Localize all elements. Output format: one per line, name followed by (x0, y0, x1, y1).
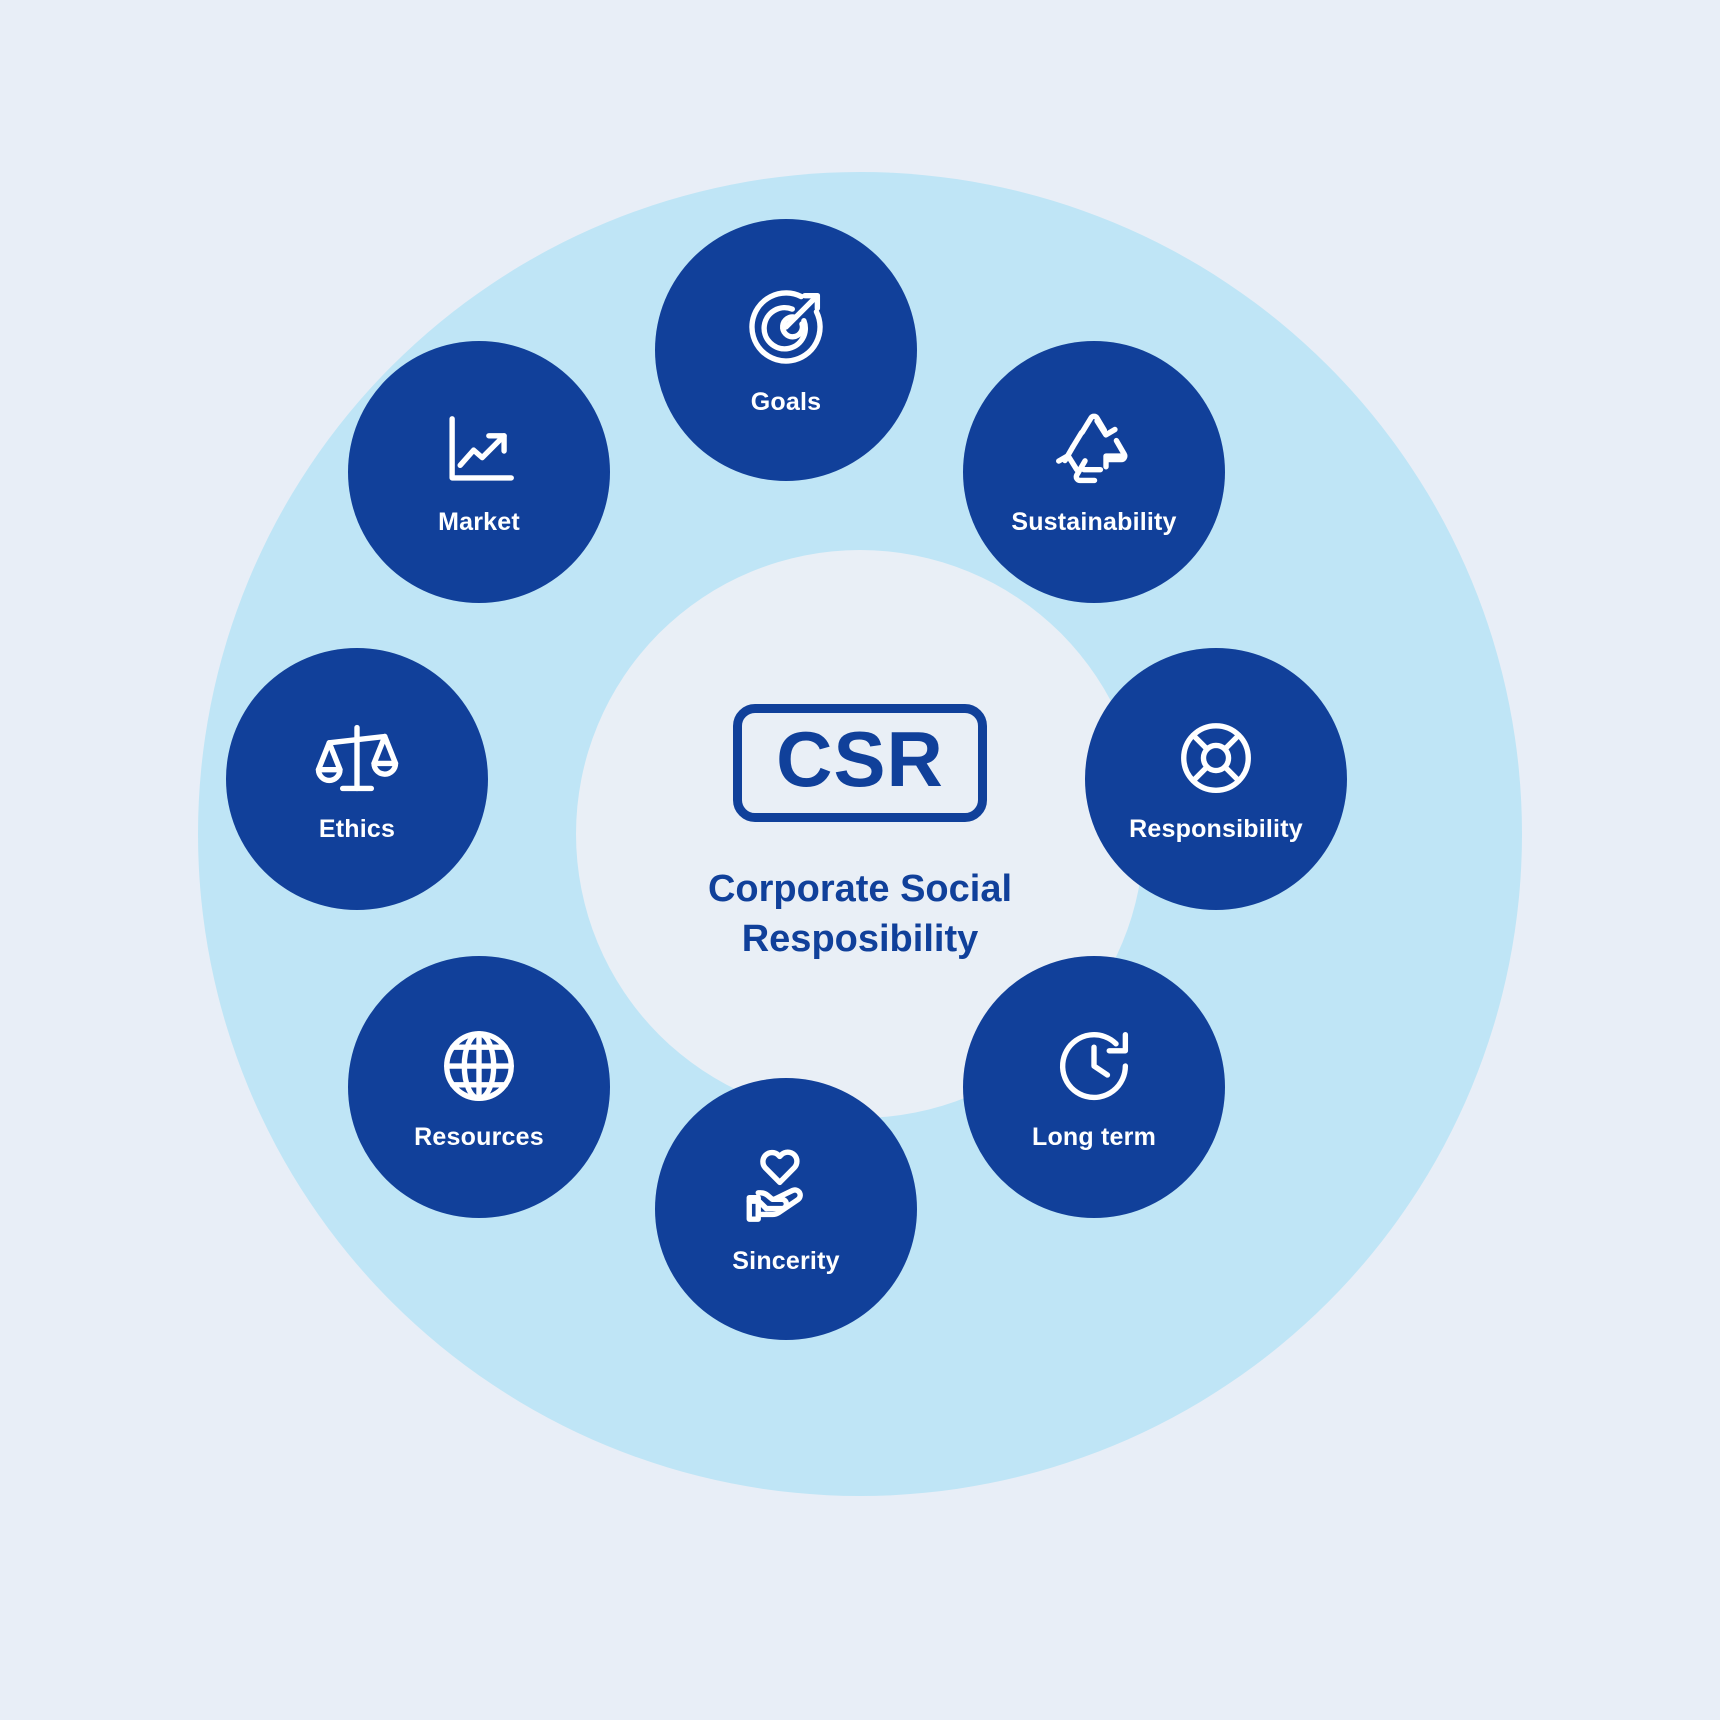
node-label-ethics: Ethics (318, 814, 396, 843)
node-sincerity[interactable]: Sincerity (655, 1078, 917, 1340)
node-sustainability[interactable]: Sustainability (963, 341, 1225, 603)
csr-badge-outline: CSR (733, 703, 987, 822)
target-icon (743, 284, 829, 370)
node-label-goals: Goals (750, 387, 822, 416)
balance-scales-icon (314, 715, 400, 801)
node-ethics[interactable]: Ethics (226, 648, 488, 910)
node-responsibility[interactable]: Responsibility (1085, 648, 1347, 910)
node-label-resources: Resources (414, 1122, 544, 1151)
recycle-icon (1051, 408, 1137, 494)
node-label-long-term: Long term (1031, 1122, 1157, 1151)
node-long-term[interactable]: Long term (963, 956, 1225, 1218)
page-title-line2: Resposibility (741, 917, 979, 960)
node-label-sustainability: Sustainability (1011, 507, 1177, 536)
csr-badge-label: CSR (776, 714, 944, 803)
growth-chart-icon (436, 408, 522, 494)
page-title-line1: Corporate Social (707, 867, 1013, 910)
center-hub: CSR Corporate Social Resposibility (576, 550, 1144, 1118)
clock-arrow-icon (1051, 1023, 1137, 1109)
node-resources[interactable]: Resources (348, 956, 610, 1218)
node-label-market: Market (438, 507, 520, 536)
node-label-sincerity: Sincerity (732, 1246, 840, 1275)
globe-icon (436, 1023, 522, 1109)
life-buoy-icon (1173, 715, 1259, 801)
page-title: Corporate Social Resposibility (708, 864, 1012, 964)
node-goals[interactable]: Goals (655, 219, 917, 481)
hand-heart-icon (743, 1143, 829, 1229)
node-label-responsibility: Responsibility (1129, 814, 1303, 843)
node-market[interactable]: Market (348, 341, 610, 603)
